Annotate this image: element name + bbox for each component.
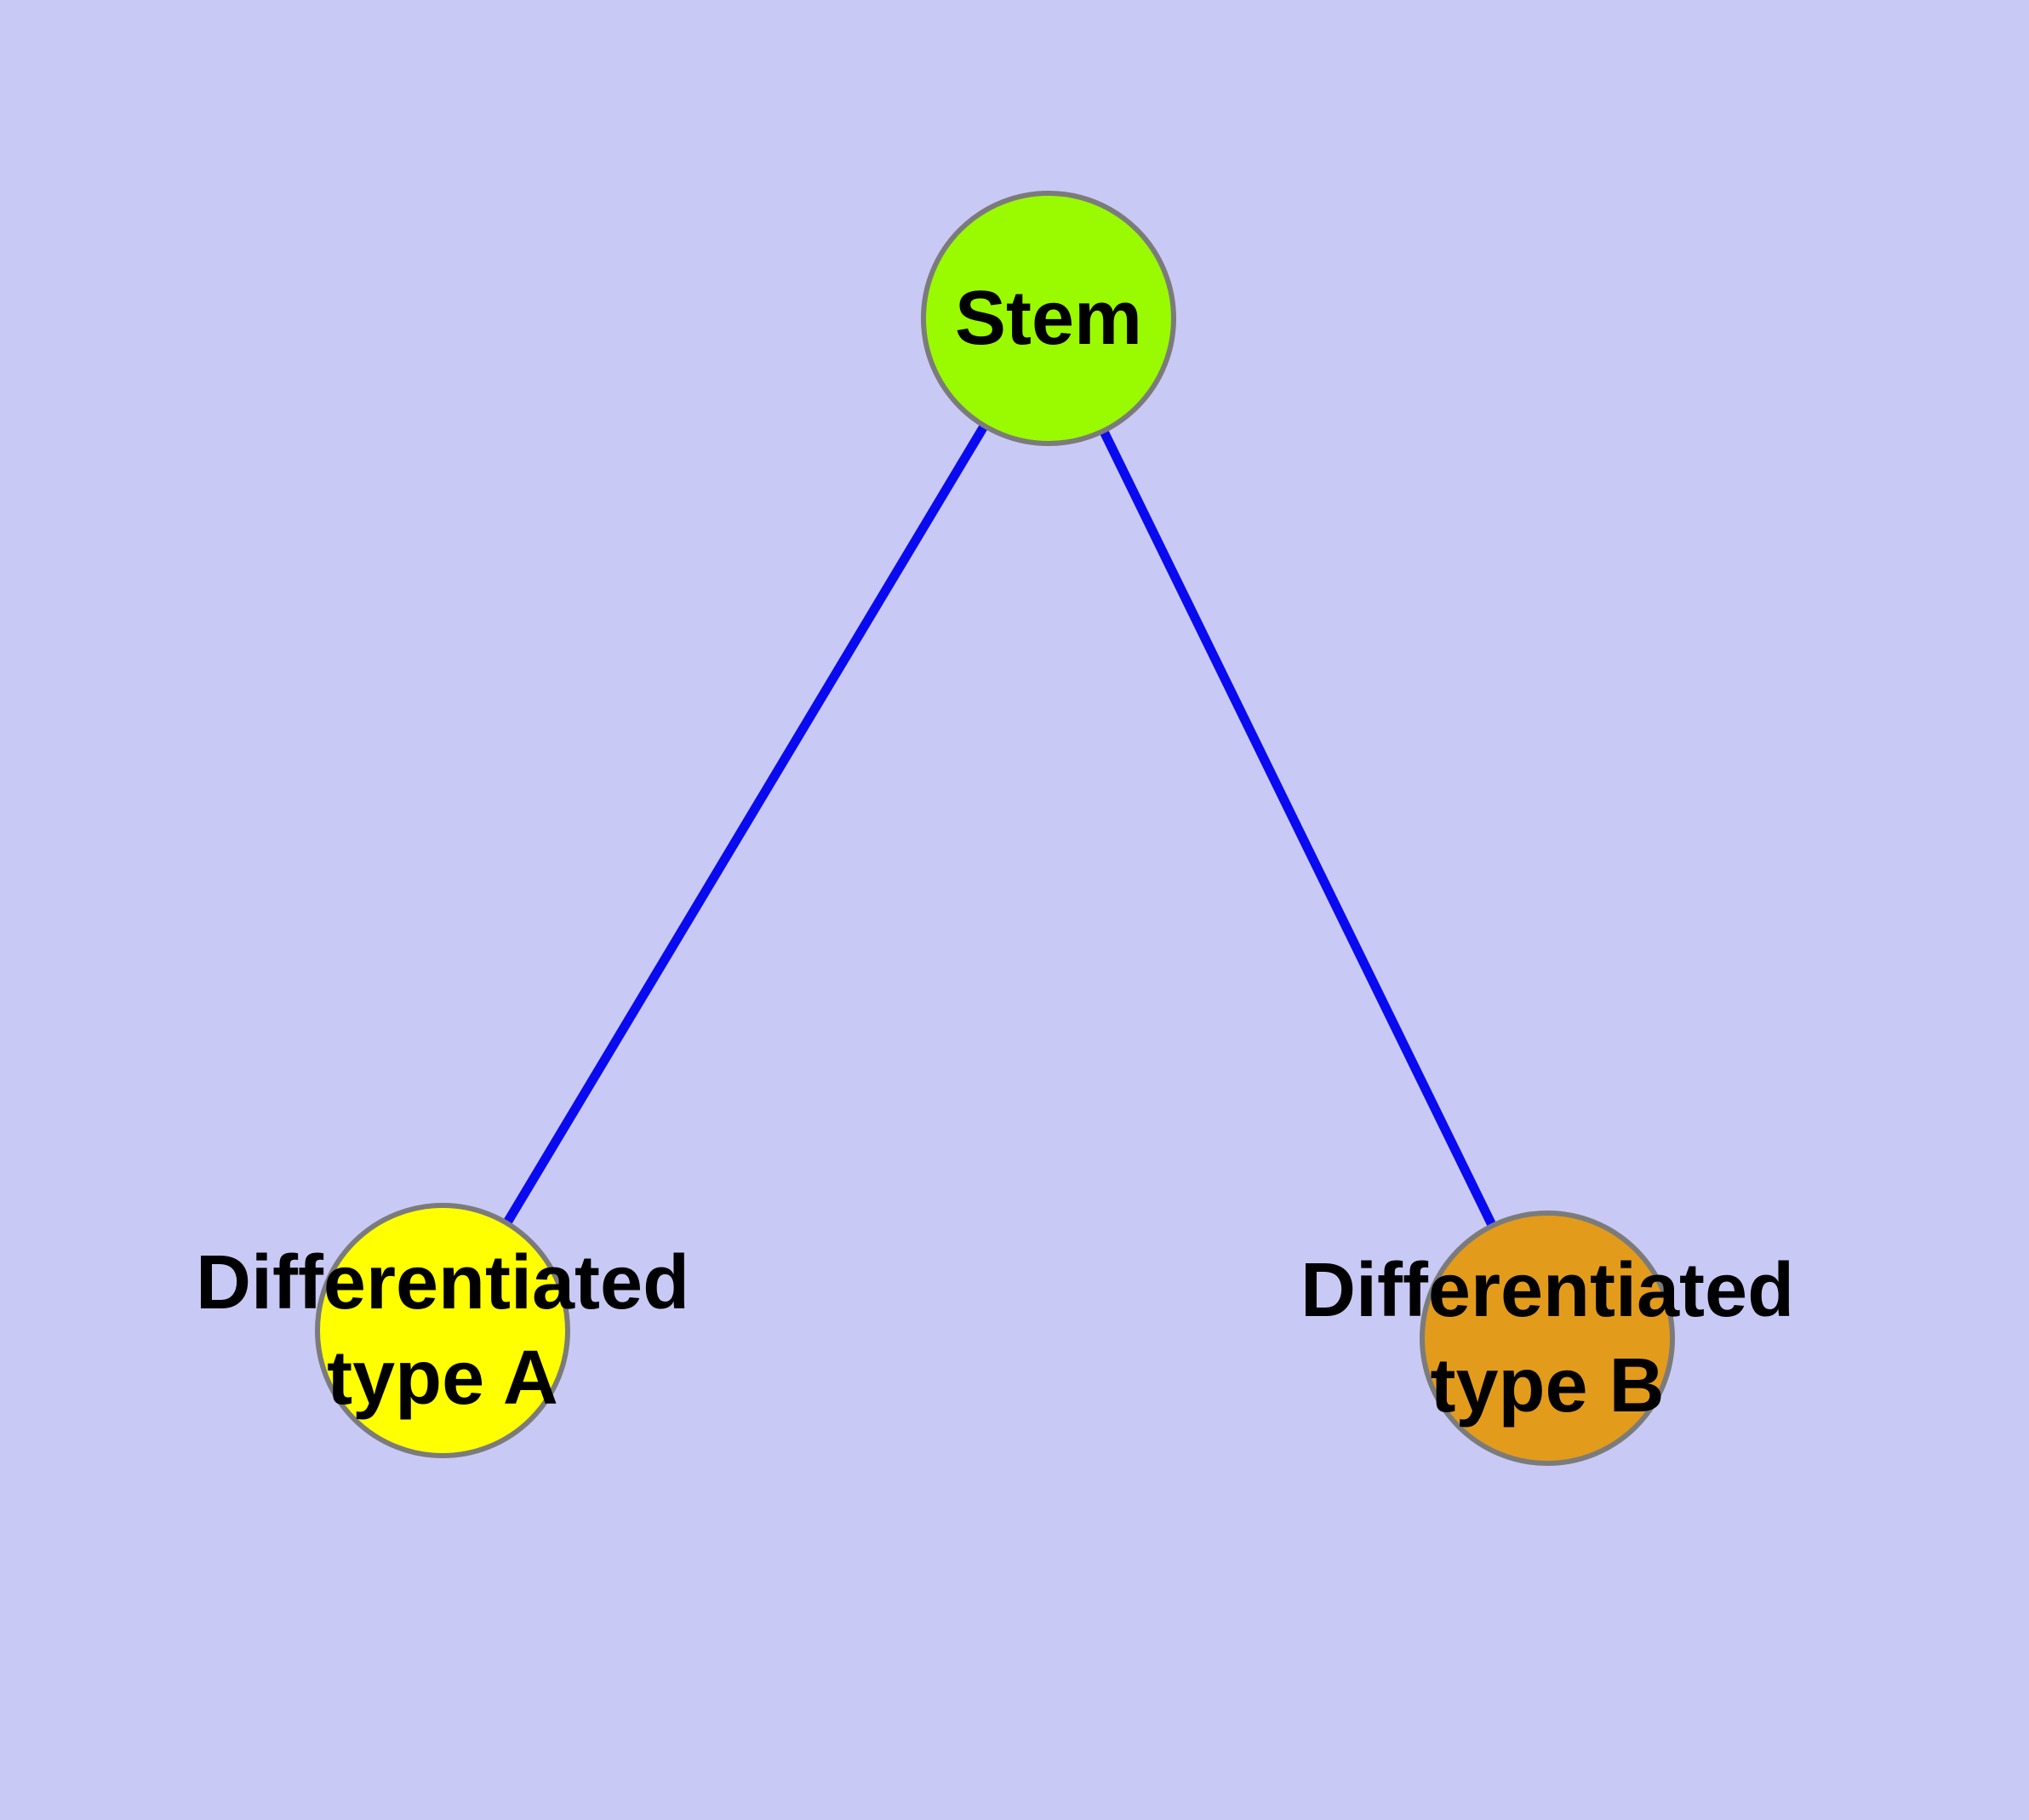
- edge-stem-to-type-b: [1044, 316, 1552, 1341]
- node-stem-label: Stem: [954, 276, 1143, 361]
- edge-stem-to-type-a: [438, 316, 1053, 1333]
- node-differentiated-type-b: Differentiated type B: [1300, 1210, 1794, 1466]
- node-stem: Stem: [921, 191, 1176, 446]
- node-differentiated-type-a: Differentiated type A: [196, 1203, 689, 1458]
